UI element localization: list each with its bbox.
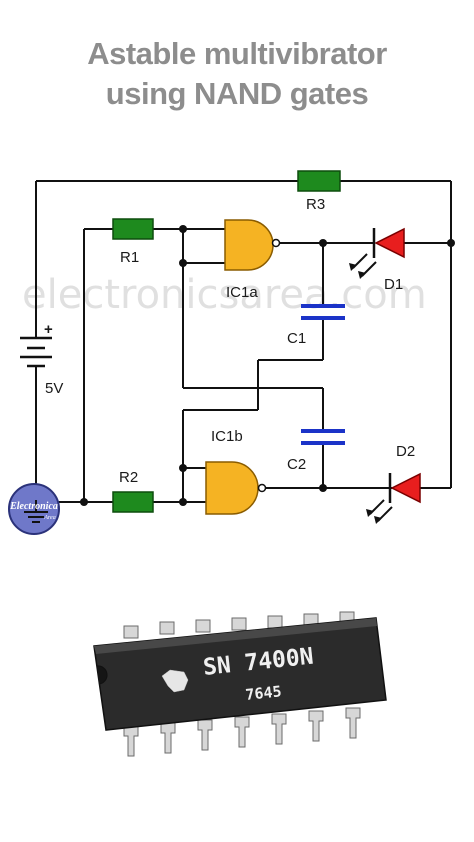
logo-text-line1: Electronica xyxy=(9,501,58,512)
label-r3: R3 xyxy=(306,196,325,213)
label-r2: R2 xyxy=(119,469,138,486)
junction-dots xyxy=(80,225,455,506)
capacitor-c2 xyxy=(301,429,345,445)
nand-gate-ic1a xyxy=(224,219,281,271)
title-line-2: using NAND gates xyxy=(105,76,369,111)
label-r1: R1 xyxy=(120,249,139,266)
chip-date-code: 7645 xyxy=(245,682,283,704)
logo-text-line2: Area xyxy=(43,515,55,521)
label-battery-plus: + xyxy=(44,321,53,338)
label-ic1a: IC1a xyxy=(226,284,258,301)
resistor-r2 xyxy=(112,491,154,513)
led-d1 xyxy=(349,227,405,279)
electronica-area-logo: Electronica Area xyxy=(8,483,60,535)
resistor-r1 xyxy=(112,218,154,240)
resistor-r3 xyxy=(297,170,341,192)
label-c1: C1 xyxy=(287,330,306,347)
title-line-1: Astable multivibrator xyxy=(87,36,387,71)
led-d2 xyxy=(366,472,421,524)
label-c2: C2 xyxy=(287,456,306,473)
watermark: electronicsarea.com xyxy=(22,272,427,318)
label-ic1b: IC1b xyxy=(211,428,243,445)
label-d1: D1 xyxy=(384,276,403,293)
ic-chip-7400: SN 7400N 7645 xyxy=(93,611,387,757)
nand-gate-ic1b xyxy=(205,461,267,515)
capacitor-c1 xyxy=(301,304,345,320)
label-d2: D2 xyxy=(396,443,415,460)
battery-5v xyxy=(20,336,52,368)
label-battery-voltage: 5V xyxy=(45,380,63,397)
